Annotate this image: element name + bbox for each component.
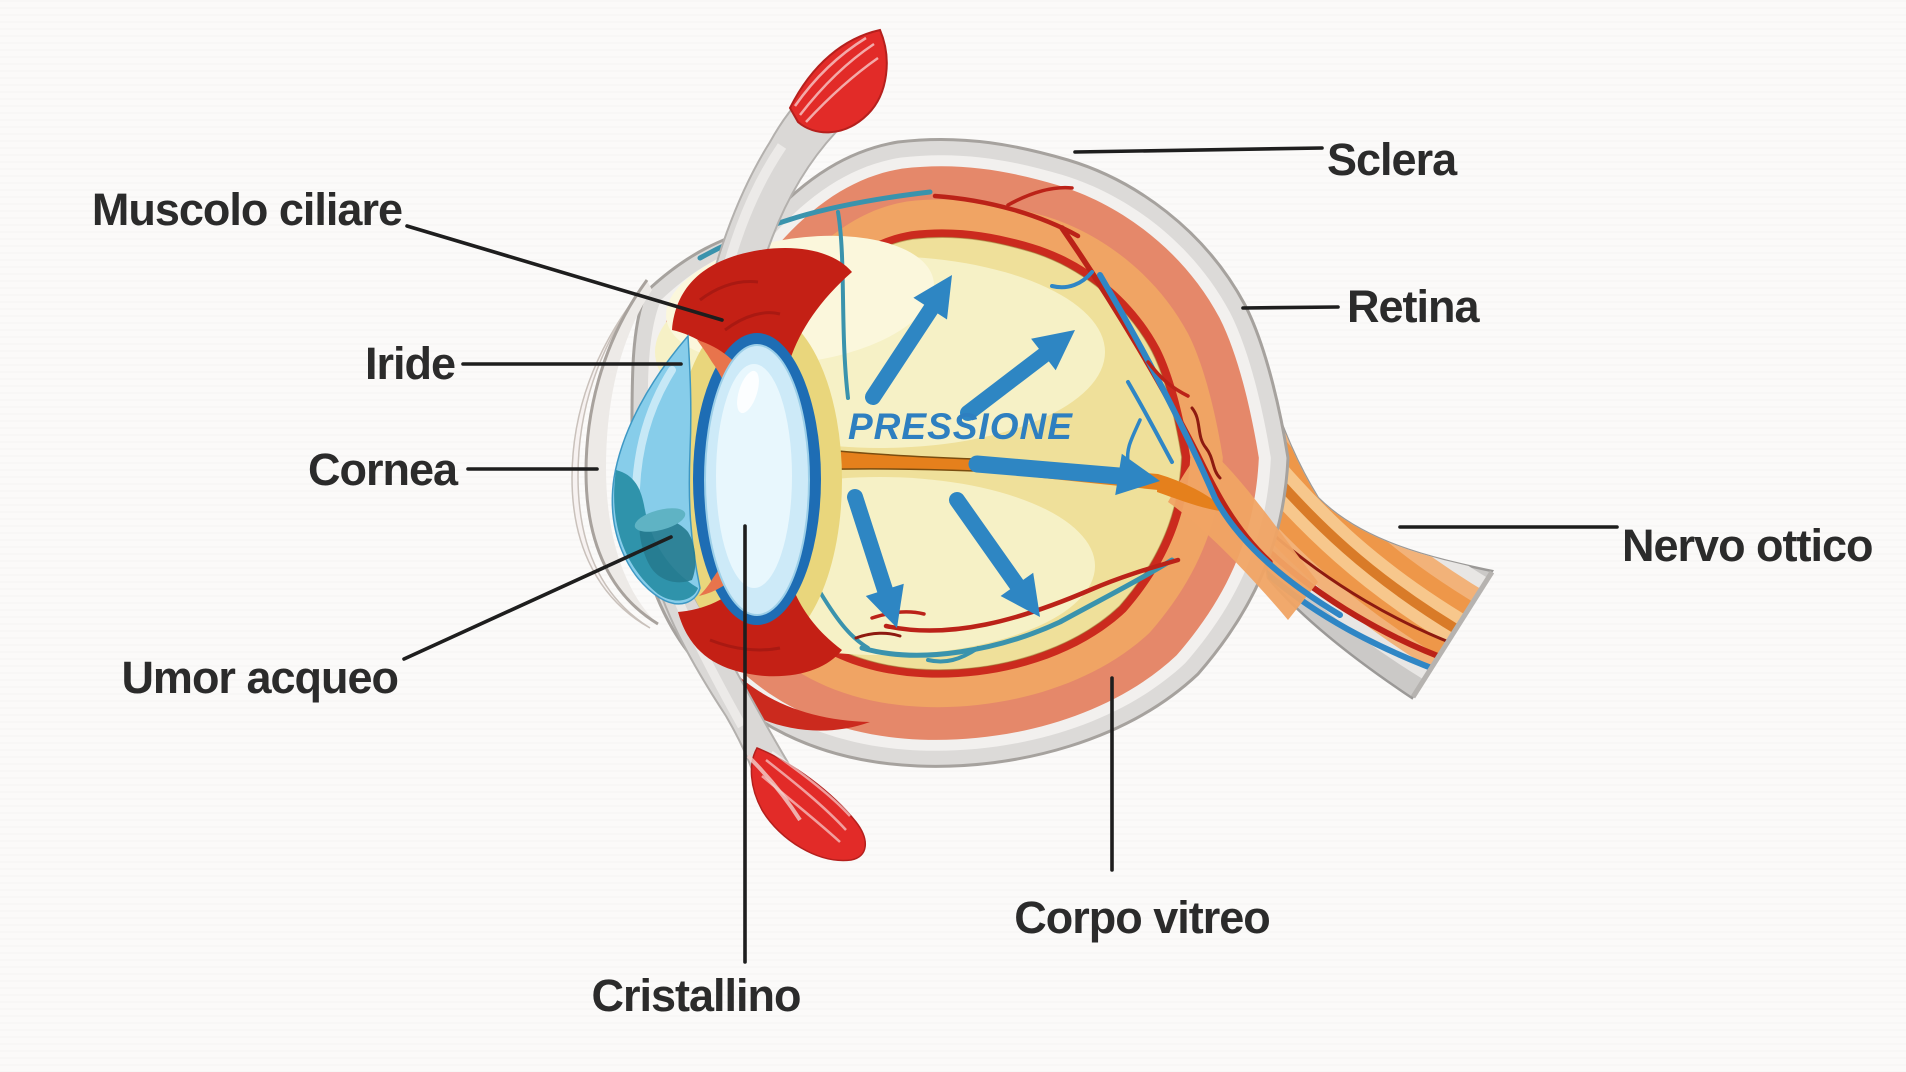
- label-umor-acqueo: Umor acqueo: [121, 652, 399, 703]
- label-corpo-vitreo: Corpo vitreo: [1014, 892, 1271, 943]
- label-cornea: Cornea: [307, 444, 458, 495]
- anterior-segment: [611, 248, 852, 677]
- aqueous-humor-deep: [614, 470, 698, 601]
- leader-lines: [402, 146, 1619, 964]
- lens: [704, 344, 810, 616]
- label-muscolo-ciliare: Muscolo ciliare: [91, 184, 403, 235]
- label-iride: Iride: [364, 338, 456, 389]
- label-cristallino: Cristallino: [591, 970, 801, 1021]
- label-nervo-ottico: Nervo ottico: [1622, 520, 1874, 571]
- label-retina: Retina: [1347, 281, 1480, 332]
- cornea: [571, 279, 659, 629]
- pressure-arrows: [847, 275, 1160, 628]
- pressure-annotation: PRESSIONE: [848, 406, 1073, 447]
- retinal-vessels: [697, 185, 1343, 664]
- label-sclera: Sclera: [1327, 134, 1457, 185]
